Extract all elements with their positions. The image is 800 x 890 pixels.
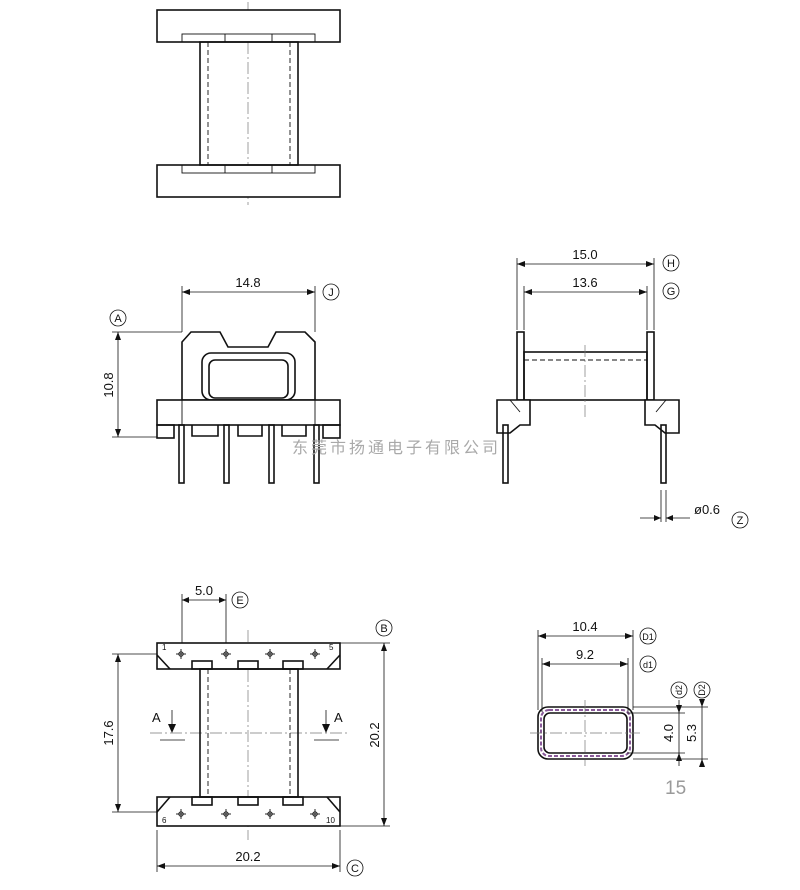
top-view: [156, 2, 341, 205]
tag-C: C: [351, 863, 359, 875]
tag-Z: Z: [737, 515, 744, 527]
watermark: 东莞市扬通电子有限公司: [292, 438, 501, 457]
tag-B: B: [380, 623, 387, 635]
tag-G: G: [667, 286, 676, 298]
dim-pin-offset: 5.0: [195, 583, 213, 598]
front-view: 14.8 J 10.8 A: [101, 275, 341, 484]
tag-E: E: [236, 595, 243, 607]
bottom-view: 5.0 E 17.6 20.2 B 20.2 C A: [101, 583, 393, 877]
section-mark-left: A: [152, 710, 161, 725]
page-number: 15: [665, 778, 686, 799]
tag-D2: D2: [697, 684, 707, 696]
dim-side-inner: 13.6: [572, 275, 597, 290]
tag-H: H: [667, 258, 675, 270]
dim-pin-dia: ø0.6: [694, 502, 720, 517]
dim-top-width: 14.8: [235, 275, 260, 290]
section-mark-right: A: [334, 710, 343, 725]
tag-J: J: [328, 287, 334, 299]
dim-bottom-width: 20.2: [235, 849, 260, 864]
tag-A: A: [114, 313, 122, 325]
dim-side-outer: 15.0: [572, 247, 597, 262]
dim-core-h-outer: 5.3: [684, 724, 699, 742]
dim-front-height: 10.8: [101, 372, 116, 397]
pin-number-6: 6: [162, 816, 167, 825]
dim-bottom-height: 20.2: [367, 722, 382, 747]
pin-number-10: 10: [326, 816, 335, 825]
pin-number-5: 5: [329, 643, 334, 652]
dim-core-outer: 10.4: [572, 619, 597, 634]
side-view: 15.0 H 13.6 G ø0.6 Z: [496, 247, 749, 529]
tag-d1: d1: [643, 660, 653, 670]
dim-bottom-length: 17.6: [101, 720, 116, 745]
tag-D1: D1: [642, 632, 654, 642]
dim-core-inner: 9.2: [576, 647, 594, 662]
dim-core-h-inner: 4.0: [661, 724, 676, 742]
core-section-view: 10.4 D1 9.2 d1 4.0 5.3 d2 D2: [530, 619, 711, 767]
pin-number-1: 1: [162, 643, 167, 652]
tag-d2: d2: [674, 685, 684, 695]
